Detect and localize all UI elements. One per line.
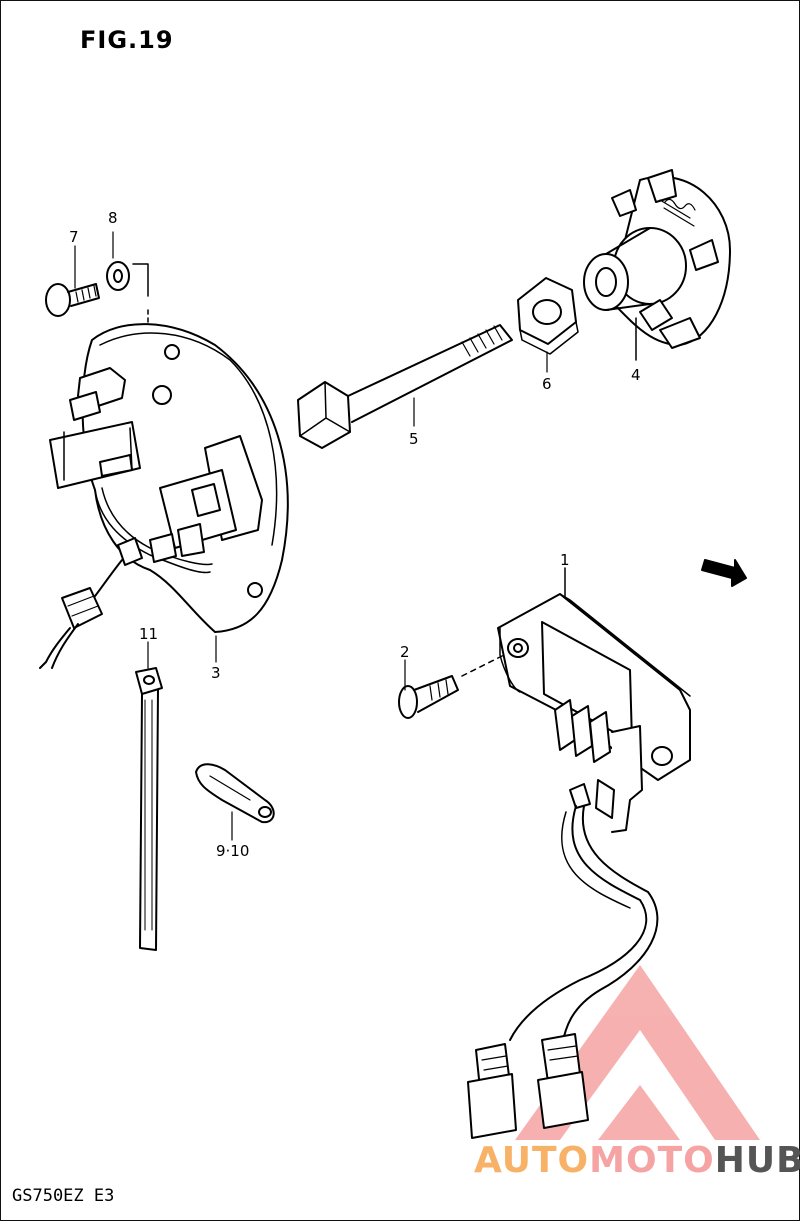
bolt-part-5 [297,324,513,449]
leader-line [132,263,149,297]
watermark-text: AUTOMOTOHUB [474,1140,800,1181]
leader-line [461,651,511,677]
watermark-auto: AUTO [474,1140,590,1181]
figure-title: FIG.19 [80,26,174,54]
screw-part-2 [398,675,459,719]
callout-2: 2 [400,643,410,661]
igniter-part-1 [467,593,691,1139]
model-label: GS750EZ E3 [12,1186,115,1206]
screw-part-7 [45,283,100,317]
watermark-moto: MOTO [589,1140,715,1181]
cable-tie-part-11 [135,667,163,951]
callout-1: 1 [560,551,570,569]
washer-part-8 [106,261,130,291]
callout-7: 7 [69,228,79,246]
callout-3: 3 [211,664,221,682]
pickup-plate-part-3 [39,323,289,669]
advancer-part-4 [583,169,731,349]
callout-4: 4 [631,366,641,384]
callout-9-10: 9·10 [216,842,250,860]
callout-8: 8 [108,209,118,227]
front-arrow-icon [701,559,747,587]
nut-part-6 [517,277,579,355]
callout-5: 5 [409,430,419,448]
clamp-part-9-10 [195,763,275,824]
watermark-hub: HUB [714,1140,800,1181]
callout-11: 11 [139,625,159,643]
callout-6: 6 [542,375,552,393]
